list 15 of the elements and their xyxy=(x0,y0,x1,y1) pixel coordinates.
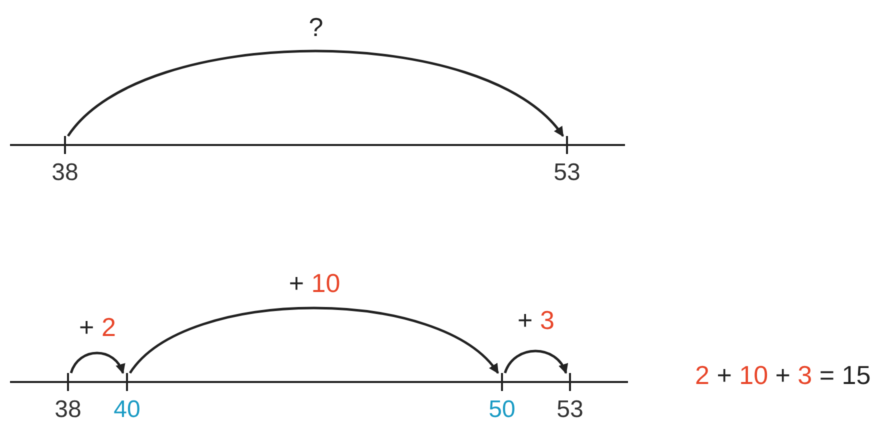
number-label: 38 xyxy=(52,160,78,186)
edge-label: + 2 xyxy=(79,312,116,343)
number-label: 38 xyxy=(54,397,82,423)
edge-label: ? xyxy=(308,12,324,43)
number-label: 50 xyxy=(488,397,516,423)
jump-arrow xyxy=(67,50,564,137)
edge-label: + 3 xyxy=(518,305,554,336)
number-label: 53 xyxy=(556,397,584,423)
jump-arrow xyxy=(70,352,124,374)
number-label: 53 xyxy=(554,160,580,186)
jump-arrow xyxy=(504,350,568,374)
jump-arrow xyxy=(129,306,499,374)
edge-label: + 10 xyxy=(288,268,340,299)
equation: 2 + 10 + 3 = 15 xyxy=(695,360,871,391)
number-label: 40 xyxy=(114,397,140,423)
